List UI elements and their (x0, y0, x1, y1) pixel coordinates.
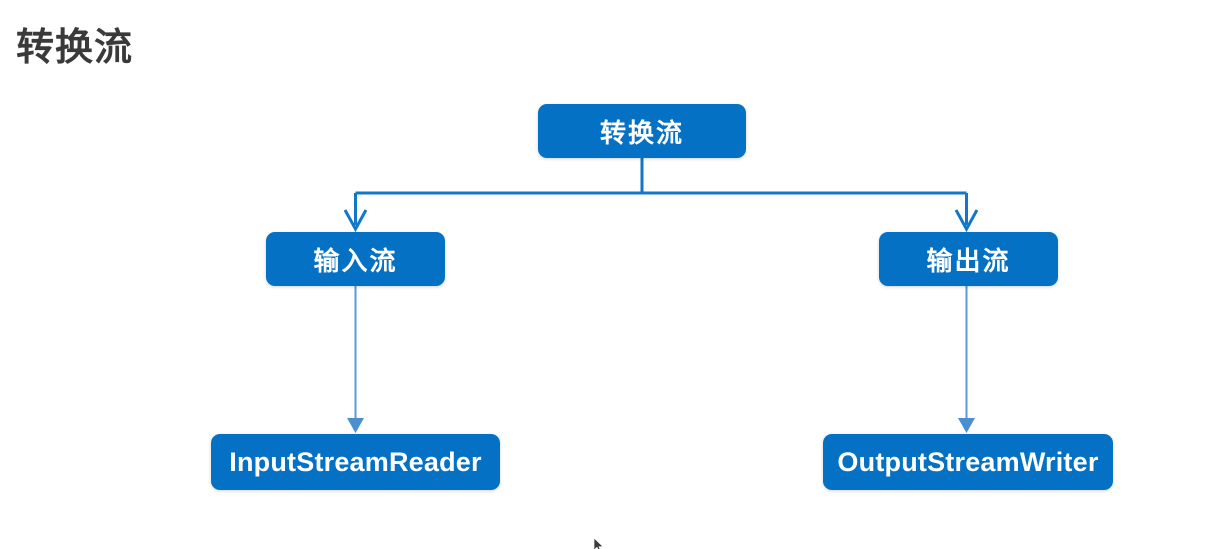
edge-root-to-output (954, 193, 979, 233)
node-outputstreamwriter-label: OutputStreamWriter (837, 446, 1099, 477)
edge-root-bus (355, 158, 967, 195)
node-output-stream[interactable]: 输出流 (879, 232, 1058, 286)
edge-output-to-osw (958, 286, 975, 433)
edge-root-to-input (343, 193, 368, 233)
node-outputstreamwriter[interactable]: OutputStreamWriter (823, 434, 1113, 490)
page-title: 转换流 (16, 27, 134, 69)
node-inputstreamreader-label: InputStreamReader (229, 446, 482, 477)
node-root-label: 转换流 (599, 117, 684, 148)
node-root[interactable]: 转换流 (538, 104, 746, 158)
node-input-stream[interactable]: 输入流 (266, 232, 445, 286)
mouse-cursor-icon (593, 538, 604, 549)
node-output-stream-label: 输出流 (926, 245, 1011, 276)
edge-input-to-isr (347, 286, 364, 433)
node-input-stream-label: 输入流 (313, 245, 398, 276)
node-inputstreamreader[interactable]: InputStreamReader (211, 434, 500, 490)
